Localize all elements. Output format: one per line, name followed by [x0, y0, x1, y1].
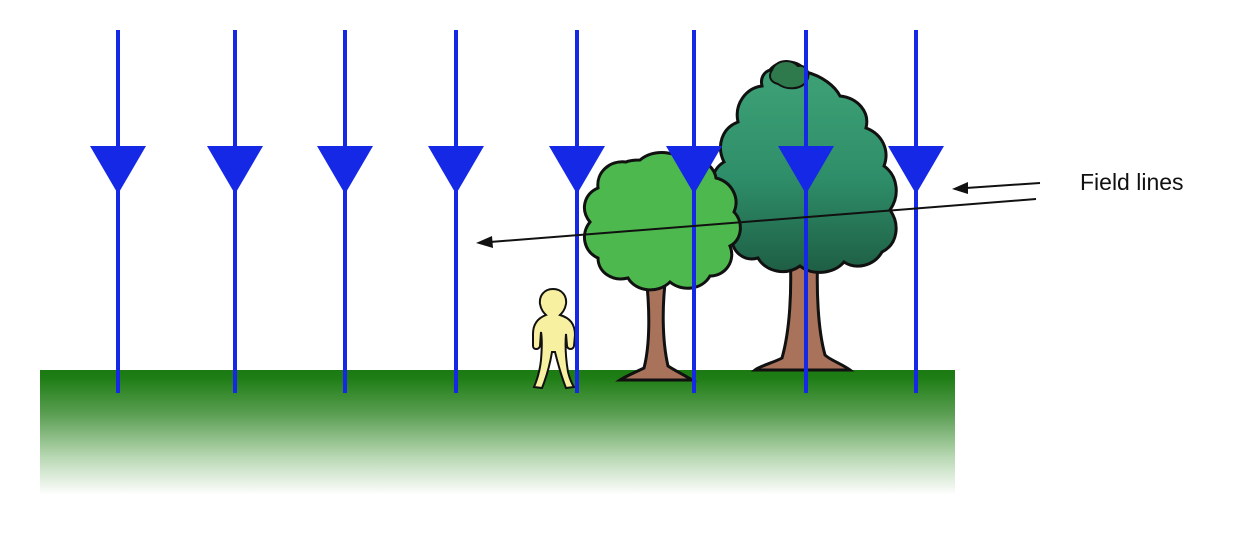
pointer-arrowhead-lower [476, 236, 493, 248]
person-figure [532, 287, 577, 390]
large-tree-top-tuft [769, 60, 810, 90]
field-line-arrowhead-6 [666, 146, 722, 194]
small-tree [582, 151, 742, 382]
large-tree-trunk [750, 248, 855, 372]
field-line-arrowhead-8 [888, 146, 944, 194]
field-line-arrowhead-2 [207, 146, 263, 194]
small-tree-canopy [582, 151, 742, 292]
field-line-arrowhead-3 [317, 146, 373, 194]
field-lines [90, 30, 944, 393]
pointer-arrow-upper [965, 182, 1041, 189]
pointer-arrow-lower [489, 198, 1037, 243]
field-line-arrowhead-5 [549, 146, 605, 194]
person-body [532, 287, 577, 390]
field-line-arrowhead-4 [428, 146, 484, 194]
field-line-arrowhead-7 [778, 146, 834, 194]
ground [40, 370, 955, 495]
field-lines-label: Field lines [1080, 169, 1184, 195]
pointer-arrows [476, 182, 1041, 248]
pointer-arrowhead-upper [952, 182, 968, 194]
field-line-arrowhead-1 [90, 146, 146, 194]
